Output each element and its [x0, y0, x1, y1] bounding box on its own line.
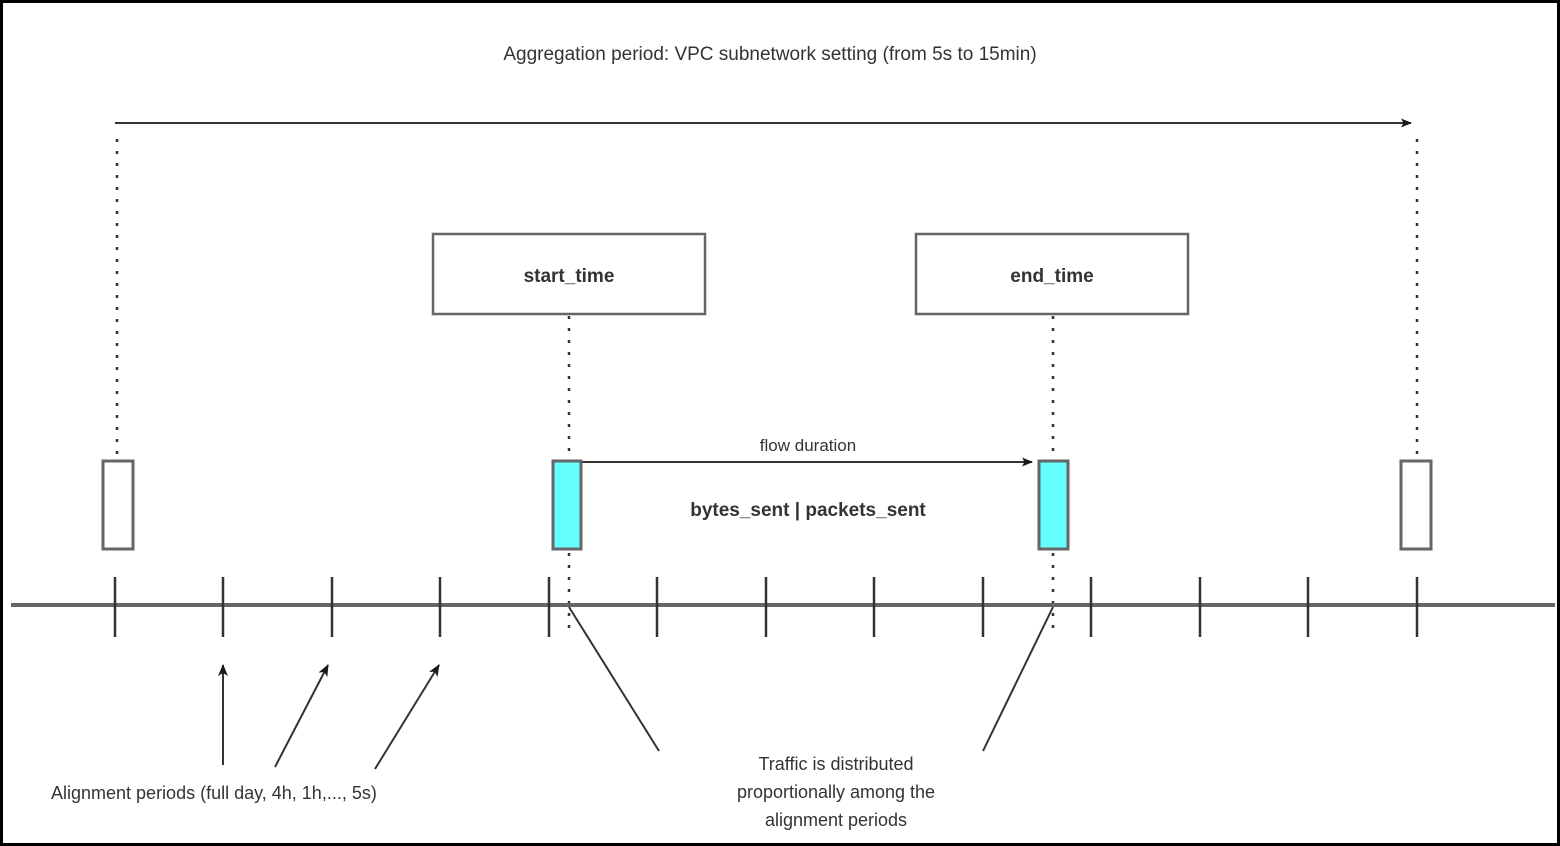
alignment-callout-arrow-diagonal-1: [274, 664, 329, 768]
distribution-leader-line-right: [982, 606, 1054, 752]
start-time-box-label: start_time: [524, 266, 615, 287]
aggregation-period-title: Aggregation period: VPC subnetwork setti…: [503, 44, 1036, 65]
start-time-box[interactable]: [431, 232, 707, 316]
distribution-annotation-line-3: alignment periods: [765, 810, 907, 830]
distribution-annotation-line-1: Traffic is distributed: [758, 754, 913, 774]
end-time-box[interactable]: [914, 232, 1190, 316]
flow-end-marker: [1037, 459, 1070, 551]
flow-start-marker: [551, 459, 583, 551]
end-time-box-label: end_time: [1010, 266, 1093, 287]
alignment-periods-annotation: Alignment periods (full day, 4h, 1h,...,…: [51, 783, 377, 803]
flow-logs-timeline-diagram: Aggregation period: VPC subnetwork setti…: [11, 44, 1555, 830]
aggregation-start-marker: [101, 459, 135, 551]
flow-metrics-label: bytes_sent | packets_sent: [690, 500, 926, 521]
distribution-leader-line-left: [568, 606, 660, 752]
alignment-callout-arrow-diagonal-2: [374, 664, 440, 770]
aggregation-end-marker: [1399, 459, 1433, 551]
distribution-annotation-line-2: proportionally among the: [737, 782, 935, 802]
flow-duration-label: flow duration: [760, 436, 856, 455]
